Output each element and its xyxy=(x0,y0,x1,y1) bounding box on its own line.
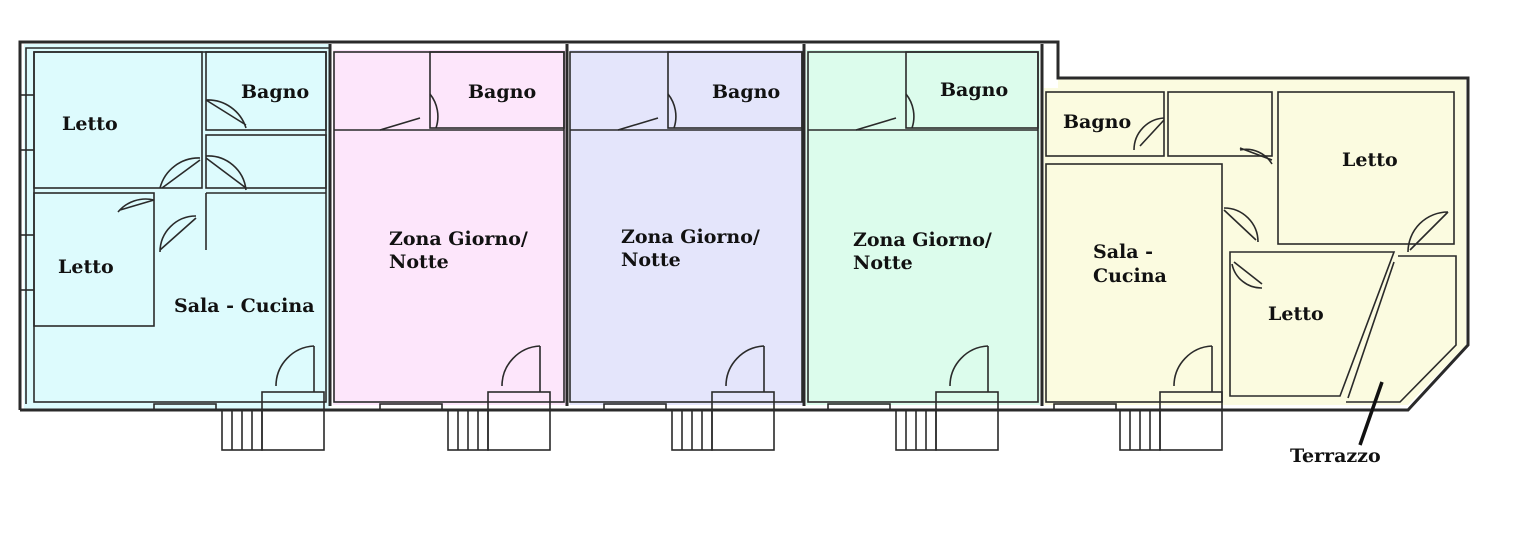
unit3-fill xyxy=(570,50,803,405)
outer-walls xyxy=(18,40,1470,412)
label-u2-bagno: Bagno xyxy=(468,81,536,103)
label-u5-bagno: Bagno xyxy=(1063,111,1131,133)
u5-door-sala xyxy=(1223,207,1259,243)
label-u3-zona-2: Notte xyxy=(621,249,681,271)
u1-door-letto-bottom xyxy=(117,198,155,213)
u5-room-sala xyxy=(1045,163,1223,403)
unit5-fill xyxy=(1044,78,1466,405)
label-u5-sala-1: Sala - xyxy=(1093,241,1153,263)
unit2-interior xyxy=(334,51,565,131)
room-fills xyxy=(24,44,1466,410)
entrance-u3 xyxy=(603,345,775,451)
entrance-u4 xyxy=(827,345,999,451)
u5-room-letto-top xyxy=(1277,91,1455,245)
u5-door-terrazzo xyxy=(1407,211,1449,253)
u2-room-bagno xyxy=(429,51,565,129)
label-u5-letto-bottom: Letto xyxy=(1268,303,1324,325)
label-u2-zona-1: Zona Giorno/ xyxy=(389,228,528,250)
u5-door-closet xyxy=(1239,147,1273,165)
label-u5-sala-2: Cucina xyxy=(1093,265,1167,287)
u5-room-letto-bottom xyxy=(1229,251,1396,397)
entrance-u5 xyxy=(1053,345,1223,451)
label-u1-letto-top: Letto xyxy=(62,113,118,135)
label-u1-letto-bottom: Letto xyxy=(58,256,114,278)
u2-door-bagno xyxy=(379,93,439,131)
label-u3-zona-1: Zona Giorno/ xyxy=(621,226,760,248)
u4-window xyxy=(827,403,891,411)
unit5-interior xyxy=(1045,91,1457,403)
label-u4-zona-2: Notte xyxy=(853,252,913,274)
label-u1-bagno: Bagno xyxy=(241,81,309,103)
outer-wall-top xyxy=(18,40,1470,412)
u5-door-letto-bottom xyxy=(1231,261,1263,289)
u1-entry-door xyxy=(275,345,315,392)
u5-room-bagno xyxy=(1045,91,1165,157)
room-labels: Letto Bagno Letto Sala - Cucina Bagno Zo… xyxy=(58,79,1398,467)
u1-room-bagno xyxy=(205,51,327,131)
u1-door-closet xyxy=(205,155,247,191)
unit4-fill xyxy=(806,50,1040,405)
u2-entry-door xyxy=(501,345,541,392)
u4-entry-door xyxy=(949,345,989,392)
u1-room-letto-bottom xyxy=(33,192,155,327)
unit4-interior xyxy=(808,51,1039,131)
terrazzo-pointer xyxy=(1358,381,1384,446)
unit1-fill xyxy=(24,44,330,410)
label-u4-zona-1: Zona Giorno/ xyxy=(853,229,992,251)
label-u1-sala: Sala - Cucina xyxy=(174,295,315,317)
u2-window xyxy=(379,403,443,411)
u5-room-closet xyxy=(1167,91,1273,157)
u5-entry-door xyxy=(1173,345,1213,392)
u3-window xyxy=(603,403,667,411)
unit3-interior xyxy=(570,51,803,131)
u3-door-bagno xyxy=(617,93,677,131)
entrance-u2 xyxy=(379,345,551,451)
u5-door-bagno xyxy=(1133,117,1165,151)
inner-wall-line xyxy=(25,47,330,404)
unit2-fill xyxy=(333,50,566,405)
u3-room-bagno xyxy=(667,51,803,129)
entrance-u1 xyxy=(153,345,325,451)
u1-door-letto-top xyxy=(159,157,201,189)
u3-entry-door xyxy=(725,345,765,392)
label-terrazzo: Terrazzo xyxy=(1290,445,1381,467)
u1-door-bagno xyxy=(205,99,247,129)
u1-room-closet xyxy=(205,134,327,189)
label-u4-bagno: Bagno xyxy=(940,79,1008,101)
label-u2-zona-2: Notte xyxy=(389,251,449,273)
u4-room-bagno xyxy=(905,51,1039,129)
u1-window xyxy=(153,403,217,411)
u5-terrazzo-diag xyxy=(1347,261,1395,399)
u1-room-letto-top xyxy=(33,51,203,189)
u4-door-bagno xyxy=(855,93,915,131)
entrances xyxy=(153,345,1223,451)
u5-terrazzo-wall xyxy=(1346,255,1457,403)
label-u3-bagno: Bagno xyxy=(712,81,780,103)
unit1-interior xyxy=(33,51,327,327)
u1-door-sala xyxy=(159,215,197,253)
label-u5-letto-top: Letto xyxy=(1342,149,1398,171)
u5-window xyxy=(1053,403,1117,411)
